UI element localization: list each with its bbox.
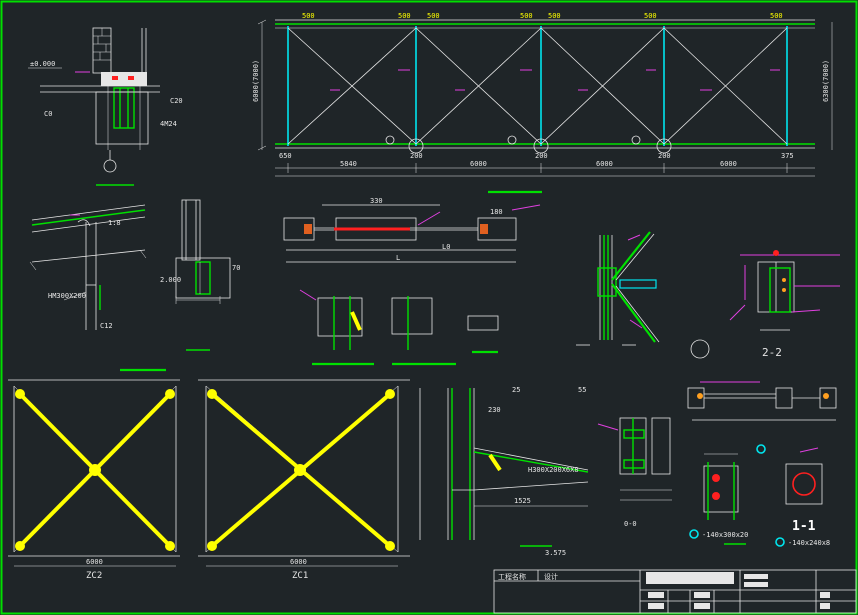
top-label-2: 500: [398, 12, 411, 20]
svg-text:4M24: 4M24: [160, 120, 177, 128]
zc2-label: ZC2: [86, 571, 102, 581]
svg-text:55: 55: [578, 386, 586, 394]
top-label-4: 500: [520, 12, 533, 20]
bottom-label-3: 200: [535, 152, 548, 160]
top-label-7: 500: [770, 12, 783, 20]
rod-dim-4: 180: [490, 208, 503, 216]
bracket-dim-2: 3.575: [545, 549, 566, 557]
bottom-label-4: 200: [658, 152, 671, 160]
bottom-label-1: 650: [279, 152, 292, 160]
bottom-label-5: 375: [781, 152, 794, 160]
joint-detail: [576, 231, 660, 346]
beam-detail: 1:8 HM300X200 C12: [29, 204, 147, 330]
span-3: 6000: [596, 160, 613, 168]
top-label-6: 500: [644, 12, 657, 20]
svg-text:230: 230: [488, 406, 501, 414]
svg-text:C20: C20: [170, 97, 183, 105]
top-label-3: 500: [427, 12, 440, 20]
plate-1-label: -140x300x20: [702, 531, 748, 539]
svg-text:C12: C12: [100, 322, 113, 330]
svg-text:70: 70: [232, 264, 240, 272]
section-2-2: 2-2: [690, 250, 840, 359]
column-detail: 2.000 70: [160, 199, 240, 351]
height-right: 6300(7000): [822, 60, 830, 102]
svg-text:2.000: 2.000: [160, 276, 181, 284]
svg-text:1:8: 1:8: [108, 219, 121, 227]
rod-dim-1: 330: [370, 197, 383, 205]
svg-text:25: 25: [512, 386, 520, 394]
bracing-zc1: 6000 ZC1: [198, 379, 410, 581]
zc1-span: 6000: [290, 558, 307, 566]
section-1-1: -140x300x20 1-1 -140x240x8: [687, 381, 837, 547]
bracket-beam-label: H300X200X6X8: [528, 466, 579, 474]
span-2: 6000: [470, 160, 487, 168]
bracing-elevation: 6000(7000) 6300(7000) 500 500 500 5: [252, 12, 833, 177]
plate-2-label: -140x240x8: [788, 539, 830, 547]
svg-text:±0.000: ±0.000: [30, 60, 55, 68]
title-project: 工程名称: [498, 572, 526, 581]
bracket-dim-1: 1525: [514, 497, 531, 505]
gusset-details: [299, 289, 499, 366]
top-label-5: 500: [548, 12, 561, 20]
zc2-span: 6000: [86, 558, 103, 566]
svg-text:HM300X200: HM300X200: [48, 292, 86, 300]
height-left: 6000(7000): [252, 60, 260, 102]
svg-text:C0: C0: [44, 110, 52, 118]
section-00-label: 0-0: [624, 520, 637, 528]
section-11-label: 1-1: [792, 519, 816, 534]
bracket-detail: H300X200X6X8 1525 3.575 25 230 55: [419, 386, 589, 557]
rod-dim-3: L: [396, 254, 400, 262]
title-design: 设计: [544, 572, 558, 581]
rod-dim-2: L0: [442, 243, 450, 251]
zc1-label: ZC1: [292, 571, 308, 581]
bottom-label-2: 200: [410, 152, 423, 160]
section-22-label: 2-2: [762, 346, 782, 359]
bracing-zc2: 6000 ZC2: [8, 368, 180, 581]
span-4: 6000: [720, 160, 737, 168]
section-0-0: 0-0: [597, 417, 672, 528]
top-label-1: 500: [302, 12, 315, 20]
title-block: 工程名称 设计: [493, 569, 857, 614]
span-1: 5840: [340, 160, 357, 168]
foundation-detail: ±0.000 C20 4M24 C0: [28, 27, 183, 186]
tension-rod: 330 L0 L 180: [283, 190, 542, 263]
